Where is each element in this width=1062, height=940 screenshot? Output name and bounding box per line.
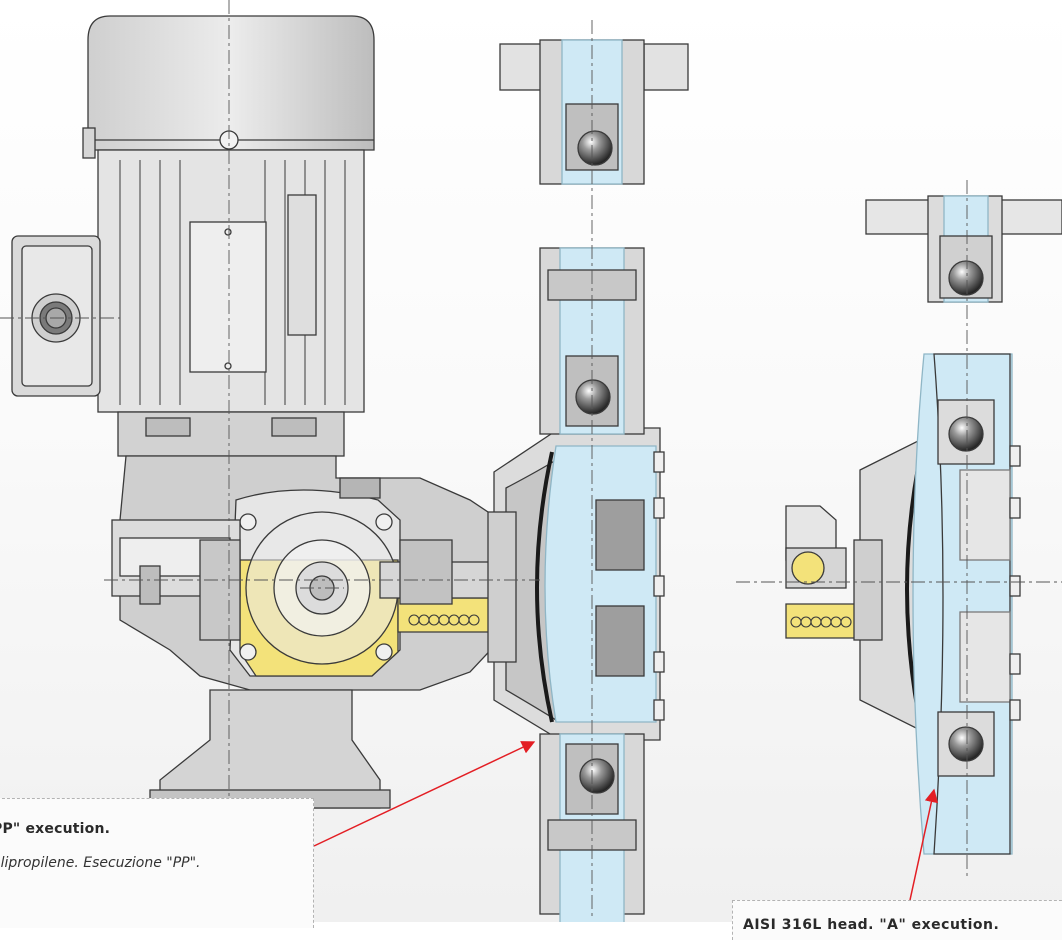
electric-motor (11, 15, 375, 457)
aisi-pump-head-partial (785, 353, 1021, 855)
valve-ball-icon (577, 130, 613, 166)
aisi-execution-label: AISI 316L head. "A" execution. (743, 917, 1000, 933)
aisi-valve-exploded (865, 195, 1062, 303)
pp-valve-exploded (499, 39, 689, 185)
aisi-callout-arrow (909, 788, 939, 901)
pp-pump-head (487, 247, 665, 922)
valve-ball-icon (575, 379, 611, 415)
pump-gearbox-body (111, 455, 541, 809)
valve-ball-icon (948, 260, 984, 296)
pp-execution-italian-label: olipropilene. Esecuzione "PP". (0, 855, 201, 871)
valve-ball-icon (948, 726, 984, 762)
valve-ball-icon (579, 758, 615, 794)
pp-callout-arrow (313, 741, 536, 847)
aisi-execution-callout: AISI 316L head. "A" execution. (732, 900, 1062, 940)
pp-execution-label: PP" execution. (0, 821, 111, 837)
valve-ball-icon (948, 416, 984, 452)
pp-execution-callout: PP" execution. olipropilene. Esecuzione … (0, 798, 314, 928)
center-lines (0, 0, 1062, 920)
